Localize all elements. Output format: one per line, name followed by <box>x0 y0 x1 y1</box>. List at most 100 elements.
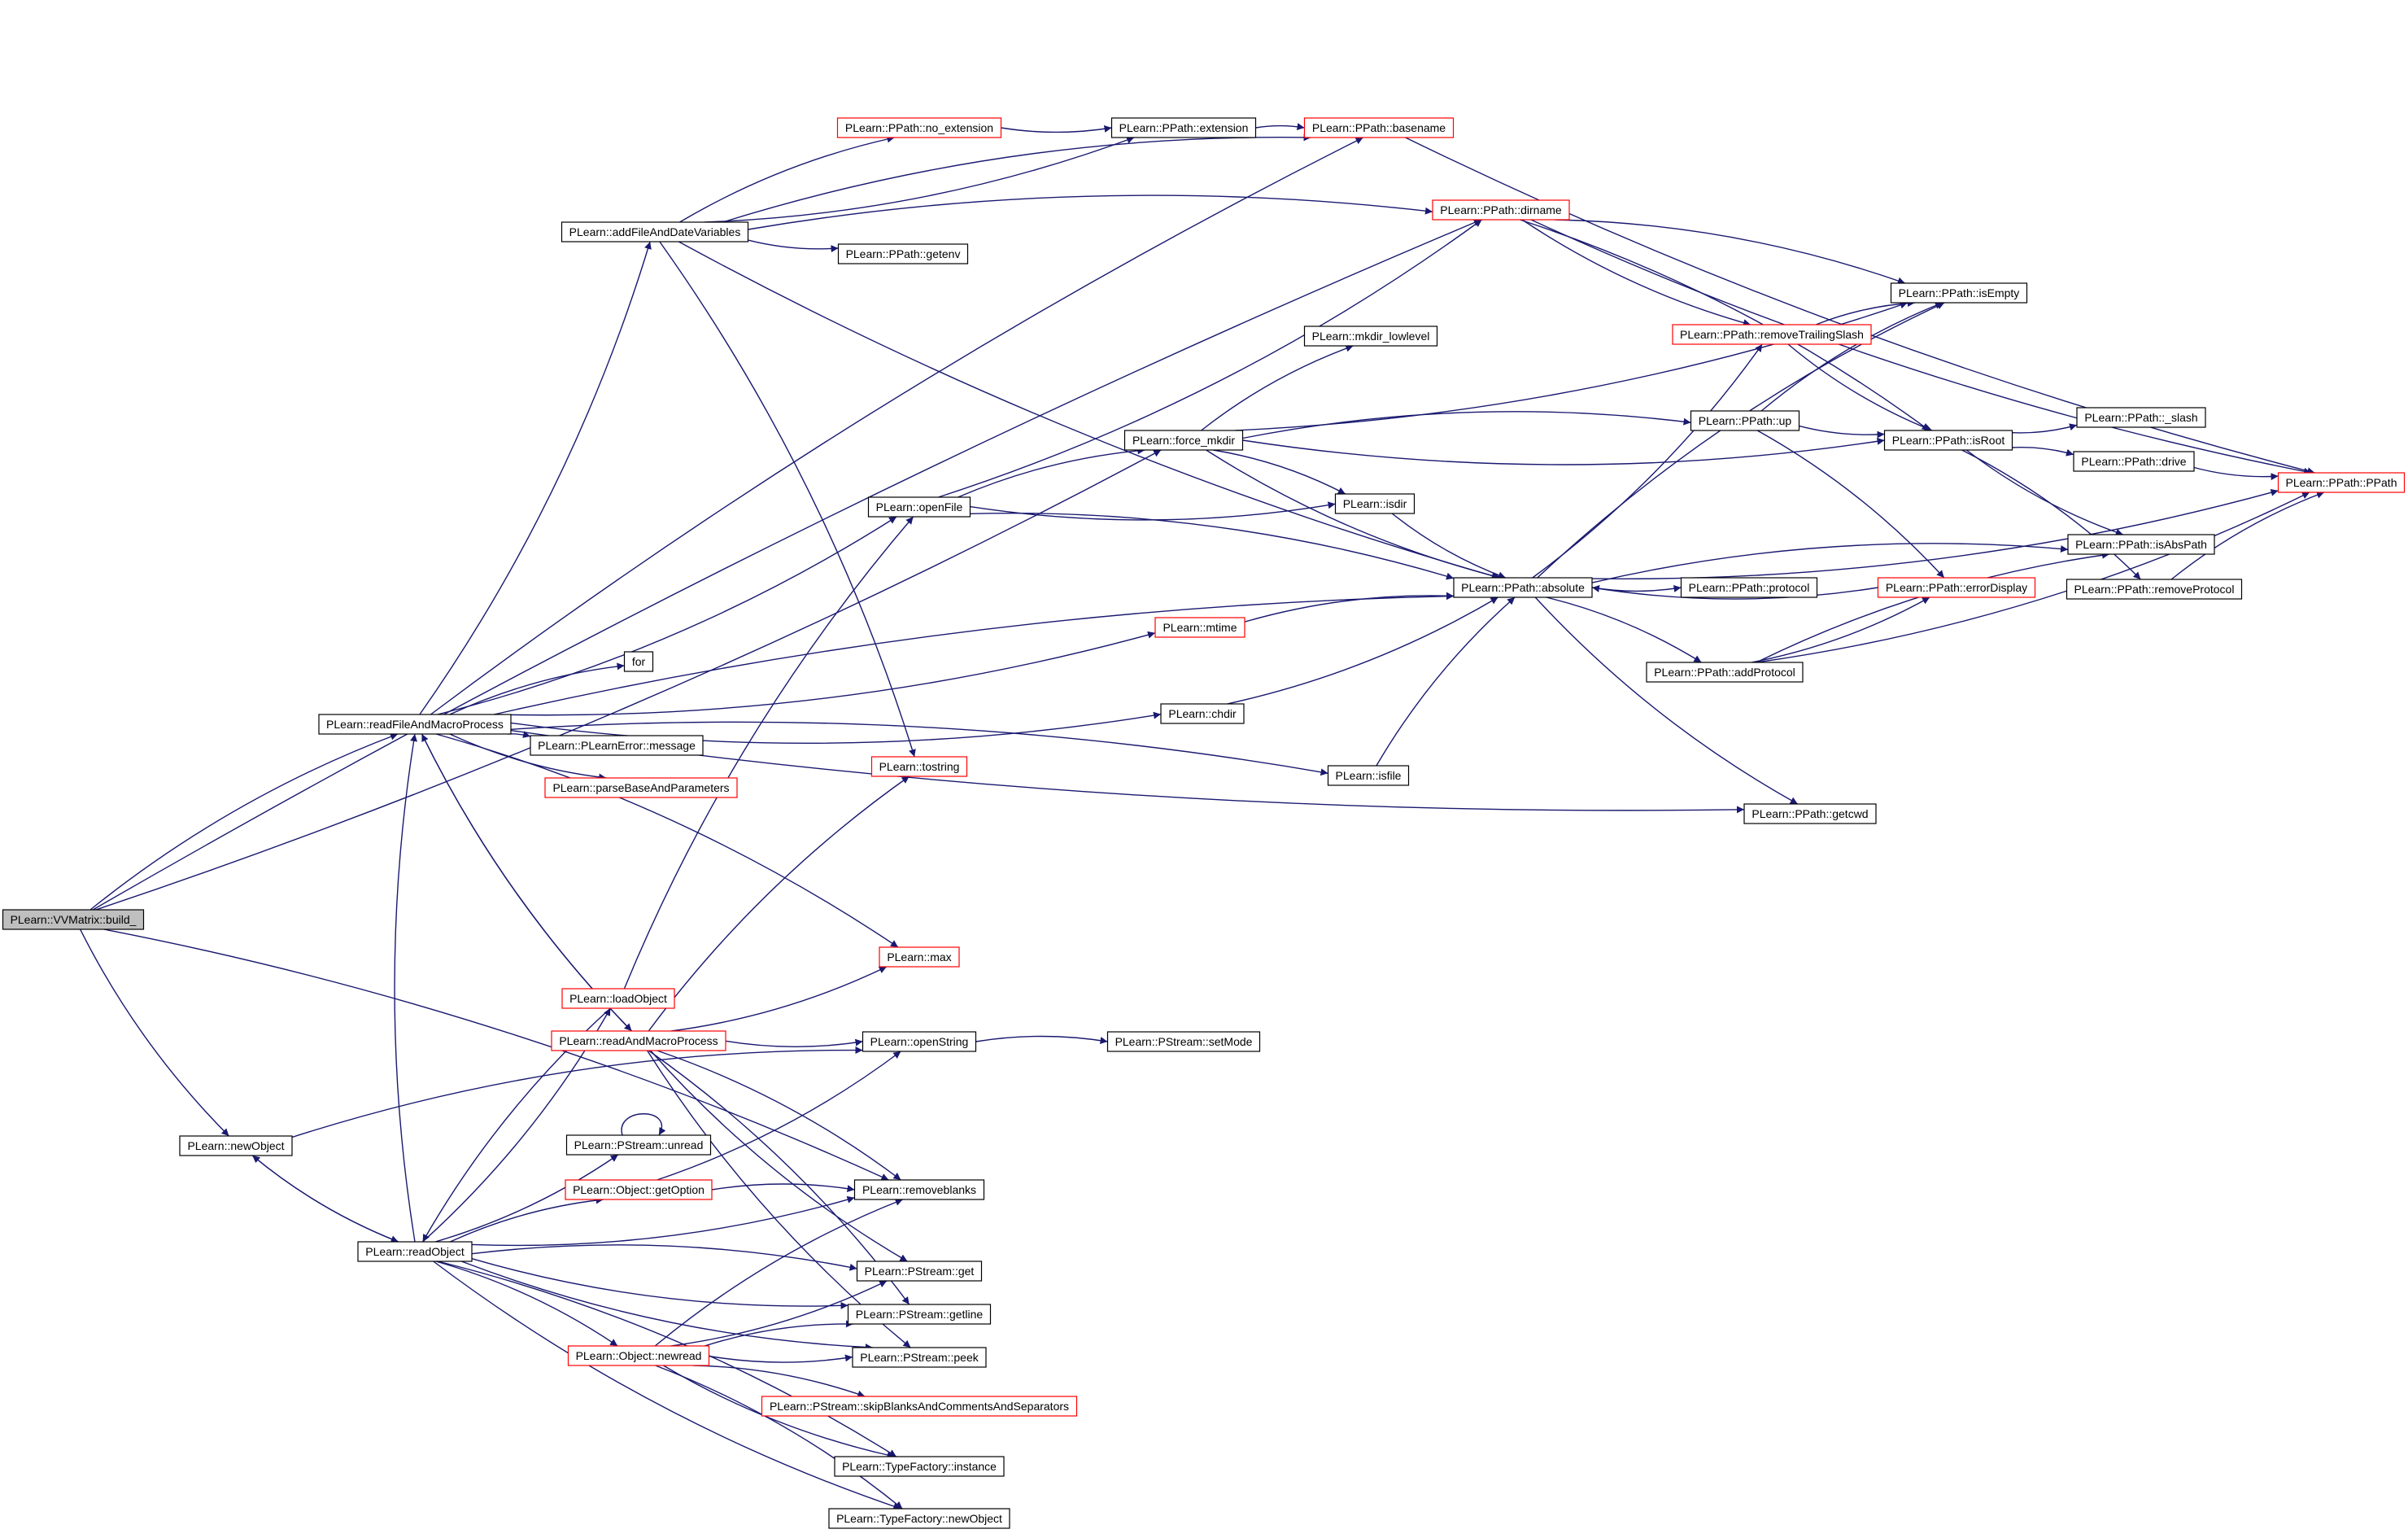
call-edge <box>671 966 888 1032</box>
node-isdir[interactable]: PLearn::isdir <box>1334 493 1416 514</box>
node-drive[interactable]: PLearn::PPath::drive <box>2073 451 2195 472</box>
call-edge <box>494 592 1455 715</box>
node-isEmpty[interactable]: PLearn::PPath::isEmpty <box>1890 282 2028 304</box>
node-box <box>565 1134 712 1156</box>
node-isAbsPath[interactable]: PLearn::PPath::isAbsPath <box>2067 534 2215 555</box>
call-edge <box>1206 449 1501 580</box>
call-edge <box>1591 543 2069 583</box>
node-tfNewObject[interactable]: PLearn::TypeFactory::newObject <box>828 1508 1010 1529</box>
call-edge <box>1244 592 1455 623</box>
node-box <box>357 1241 473 1262</box>
node-openFile[interactable]: PLearn::openFile <box>867 496 971 518</box>
node-label: PLearn::PStream::unread <box>574 1138 704 1151</box>
node-forceMkdir[interactable]: PLearn::force_mkdir <box>1123 430 1244 451</box>
call-edge <box>1242 411 1691 439</box>
node-label: PLearn::PPath::addProtocol <box>1654 666 1795 679</box>
node-parseBase[interactable]: PLearn::parseBaseAndParameters <box>544 777 738 798</box>
node-addFileDate[interactable]: PLearn::addFileAndDateVariables <box>561 221 749 242</box>
node-label: for <box>632 655 646 668</box>
call-edge <box>435 733 899 948</box>
call-edge <box>1227 596 1498 705</box>
node-removeblanks[interactable]: PLearn::removeblanks <box>853 1179 985 1200</box>
node-box <box>1334 493 1416 514</box>
node-basename[interactable]: PLearn::PPath::basename <box>1303 117 1455 138</box>
call-edge <box>89 732 399 911</box>
node-getline[interactable]: PLearn::PStream::getline <box>847 1304 992 1325</box>
node-mtime[interactable]: PLearn::mtime <box>1154 617 1245 638</box>
node-unread[interactable]: PLearn::PStream::unread <box>565 1134 712 1156</box>
node-box <box>1883 430 2013 451</box>
node-get[interactable]: PLearn::PStream::get <box>856 1261 983 1282</box>
call-edge <box>704 1320 853 1347</box>
node-getenv[interactable]: PLearn::PPath::getenv <box>837 243 969 264</box>
node-skipBlanks[interactable]: PLearn::PStream::skipBlanksAndCommentsAn… <box>761 1396 1078 1417</box>
node-removeTrailing[interactable]: PLearn::PPath::removeTrailingSlash <box>1672 324 1872 345</box>
node-peek[interactable]: PLearn::PStream::peek <box>852 1347 987 1368</box>
node-label: PLearn::PPath::absolute <box>1461 581 1585 594</box>
node-newObject[interactable]: PLearn::newObject <box>179 1135 293 1156</box>
node-isfile[interactable]: PLearn::isfile <box>1327 765 1410 786</box>
call-edge <box>510 721 1328 776</box>
node-loadObject[interactable]: PLearn::loadObject <box>561 988 675 1009</box>
node-box <box>1890 282 2028 304</box>
call-edge <box>435 1154 619 1243</box>
call-edge <box>437 516 897 715</box>
node-chdir[interactable]: PLearn::chdir <box>1160 703 1245 724</box>
node-box <box>1432 199 1570 221</box>
node-build[interactable]: PLearn::VVMatrix::build_ <box>2 909 145 930</box>
node-errorDisplay[interactable]: PLearn::PPath::errorDisplay <box>1877 577 2036 598</box>
node-removeProtocol[interactable]: PLearn::PPath::removeProtocol <box>2066 579 2243 600</box>
node-message[interactable]: PLearn::PLearnError::message <box>530 735 704 756</box>
node-label: PLearn::isdir <box>1343 497 1407 510</box>
node-protocol[interactable]: PLearn::PPath::protocol <box>1680 577 1818 598</box>
node-tostring[interactable]: PLearn::tostring <box>870 756 968 777</box>
node-box <box>561 221 749 242</box>
node-readAndMacro[interactable]: PLearn::readAndMacroProcess <box>551 1030 726 1051</box>
node-label: PLearn::PStream::get <box>865 1265 975 1278</box>
node-slash[interactable]: PLearn::PPath::_slash <box>2076 407 2206 428</box>
call-edge <box>430 137 1363 715</box>
node-box <box>853 1179 985 1200</box>
node-isRoot[interactable]: PLearn::PPath::isRoot <box>1883 430 2013 451</box>
call-edge <box>438 1261 897 1457</box>
call-edge <box>659 241 916 758</box>
node-label: PLearn::PPath::drive <box>2081 455 2186 468</box>
call-edge <box>2170 491 2325 580</box>
node-up[interactable]: PLearn::PPath::up <box>1690 410 1800 431</box>
node-getOption[interactable]: PLearn::Object::getOption <box>565 1179 713 1200</box>
call-edge <box>1799 425 1885 439</box>
node-label: PLearn::PPath::isAbsPath <box>2075 538 2207 551</box>
node-absolute[interactable]: PLearn::PPath::absolute <box>1453 577 1593 598</box>
call-edge <box>1555 219 1906 285</box>
call-edge <box>92 219 1482 911</box>
node-noExt[interactable]: PLearn::PPath::no_extension <box>836 117 1002 138</box>
node-label: PLearn::mtime <box>1163 621 1237 634</box>
node-box <box>1743 803 1877 824</box>
node-label: PLearn::PPath::up <box>1699 414 1792 427</box>
node-max[interactable]: PLearn::max <box>879 946 960 968</box>
call-edge <box>623 516 914 990</box>
node-instance[interactable]: PLearn::TypeFactory::instance <box>834 1456 1005 1477</box>
node-getcwd[interactable]: PLearn::PPath::getcwd <box>1743 803 1877 824</box>
node-label: PLearn::PPath::isRoot <box>1892 434 2005 447</box>
node-label: PLearn::addFileAndDateVariables <box>569 225 741 238</box>
node-for[interactable]: for <box>623 651 654 672</box>
call-edges <box>79 123 2325 1510</box>
node-box <box>318 714 512 735</box>
node-openString[interactable]: PLearn::openString <box>862 1031 977 1052</box>
node-readFile[interactable]: PLearn::readFileAndMacroProcess <box>318 714 512 735</box>
node-addProtocol[interactable]: PLearn::PPath::addProtocol <box>1646 662 1804 683</box>
node-mkdirLow[interactable]: PLearn::mkdir_lowlevel <box>1303 326 1438 347</box>
node-newread[interactable]: PLearn::Object::newread <box>567 1345 710 1366</box>
node-readObject[interactable]: PLearn::readObject <box>357 1241 473 1262</box>
call-edge <box>2012 447 2074 457</box>
node-setMode[interactable]: PLearn::PStream::setMode <box>1106 1031 1261 1052</box>
node-dirname[interactable]: PLearn::PPath::dirname <box>1432 199 1570 221</box>
node-extension[interactable]: PLearn::PPath::extension <box>1110 117 1257 138</box>
node-box <box>561 988 675 1009</box>
node-ppath[interactable]: PLearn::PPath::PPath <box>2277 472 2406 493</box>
call-edge <box>975 1035 1108 1045</box>
node-label: PLearn::force_mkdir <box>1132 434 1235 447</box>
node-box <box>836 117 1002 138</box>
call-edge <box>1521 219 1751 326</box>
